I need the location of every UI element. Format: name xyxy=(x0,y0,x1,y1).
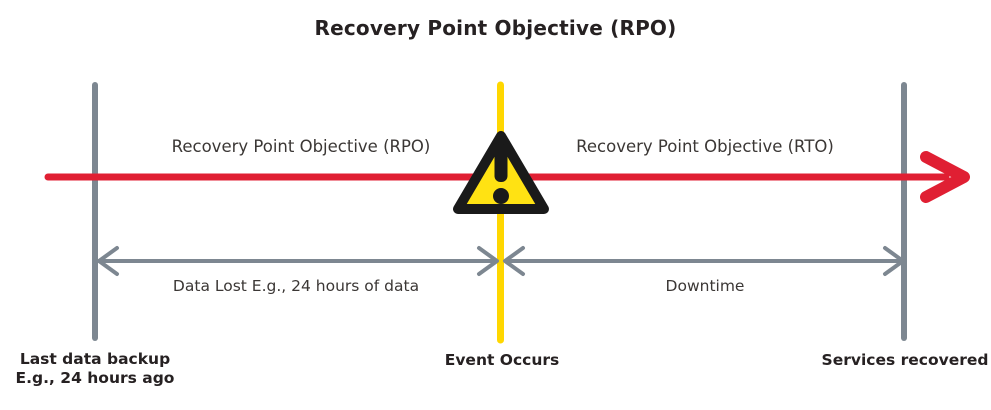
rpo-segment-label: Recovery Point Objective (RPO) xyxy=(171,137,431,156)
rto-segment-label: Recovery Point Objective (RTO) xyxy=(576,137,834,156)
rto-span-left-arrowhead xyxy=(503,246,525,276)
rto-span-right-arrowhead xyxy=(883,246,905,276)
downtime-label: Downtime xyxy=(665,277,745,295)
warning-exclamation-bar xyxy=(494,144,508,182)
warning-icon xyxy=(453,131,549,214)
services-recovered-label: Services recovered xyxy=(821,351,989,369)
data-lost-label: Data Lost E.g., 24 hours of data xyxy=(172,277,420,295)
rto-span-arrow xyxy=(503,246,905,276)
rpo-span-right-arrowhead xyxy=(477,246,499,276)
rpo-span-arrow xyxy=(97,246,499,276)
event-occurs-label: Event Occurs xyxy=(444,351,560,369)
timeline-arrowhead xyxy=(920,151,970,203)
last-backup-label-line2: E.g., 24 hours ago xyxy=(15,368,175,387)
diagram-title: Recovery Point Objective (RPO) xyxy=(314,16,677,40)
last-backup-label: Last data backup E.g., 24 hours ago xyxy=(16,350,175,387)
last-backup-label-line1: Last data backup xyxy=(19,350,171,368)
rpo-span-left-arrowhead xyxy=(97,246,119,276)
warning-exclamation-dot xyxy=(493,188,509,204)
